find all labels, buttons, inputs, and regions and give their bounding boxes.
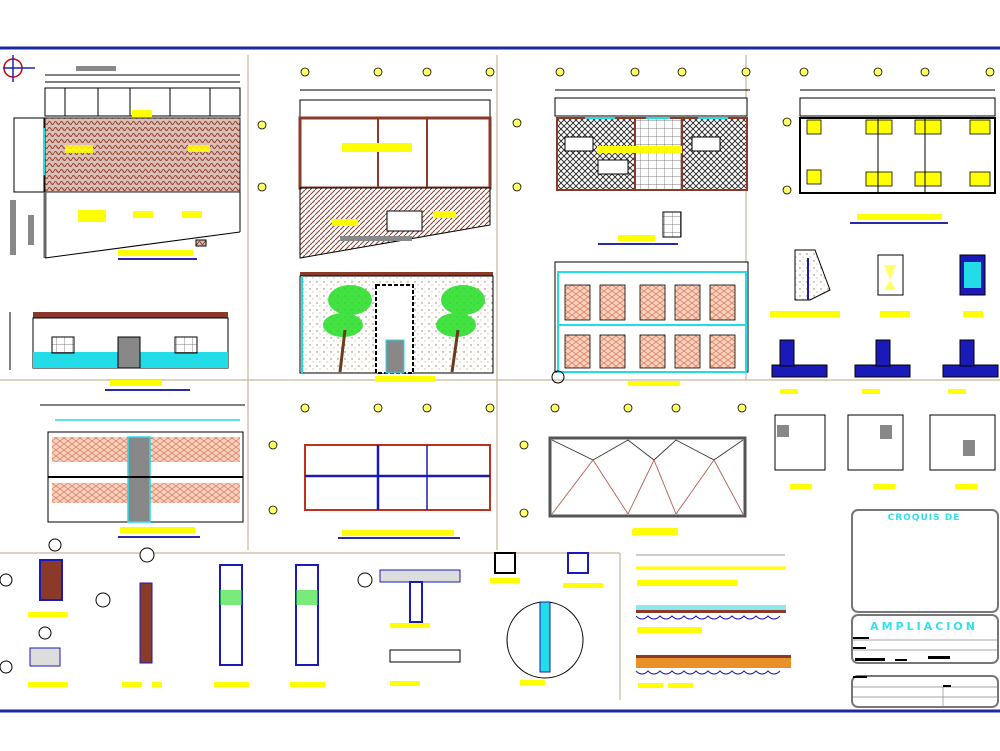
title-block [851,509,999,708]
footing-details [770,249,999,489]
connection-details [0,538,603,687]
foundation-plan [782,67,996,224]
floor-plan-existing [3,55,241,260]
slab-details [633,528,791,688]
roof-truss-plan [519,403,747,535]
front-elevation-simple [9,312,229,391]
rear-elevation [551,261,749,386]
floor-plan-second [512,67,751,245]
floor-plan-first [257,67,495,259]
front-elevation-trees [299,272,494,382]
section-longitudinal [40,404,245,538]
title-block-heading-ampliacion: AMPLIACION [870,620,978,633]
title-block-heading-croquis: CROQUIS DE [887,513,961,523]
beam-plan [268,403,495,539]
